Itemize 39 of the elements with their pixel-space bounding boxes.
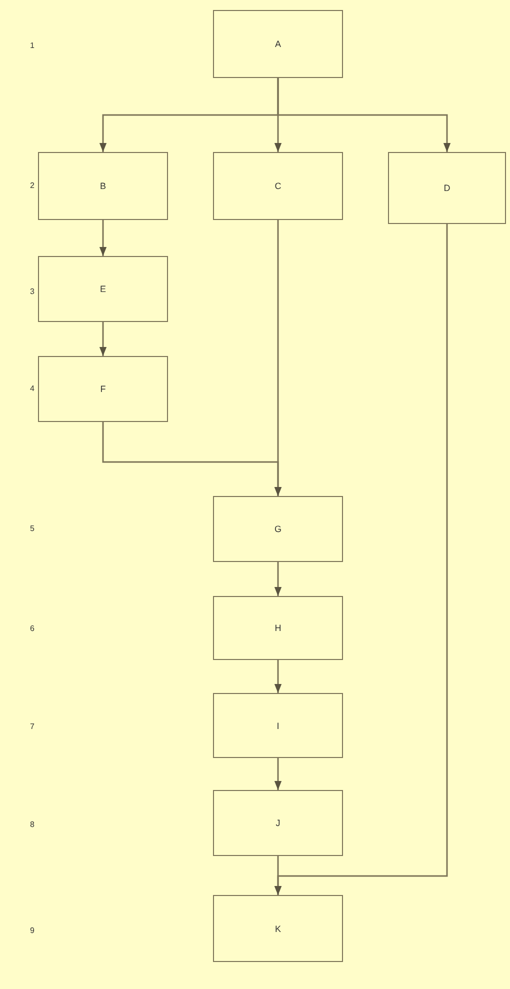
process-box <box>213 152 343 220</box>
arrow <box>274 660 282 693</box>
process-box <box>38 356 168 422</box>
row-number: 8 <box>30 820 34 829</box>
arrow <box>99 322 107 356</box>
arrow <box>277 78 451 152</box>
box-label: D <box>444 183 450 193</box>
process-box <box>38 256 168 322</box>
box-label: C <box>274 181 282 191</box>
process-box <box>213 693 343 758</box>
box-label: A <box>274 39 281 49</box>
row-number: 2 <box>30 181 34 190</box>
row-number: 4 <box>30 384 34 393</box>
box-label: E <box>100 284 106 294</box>
process-box <box>213 895 343 962</box>
process-box <box>213 10 343 78</box>
box-label: G <box>274 524 282 534</box>
row-number: 9 <box>30 926 34 935</box>
box-label: K <box>274 924 281 934</box>
arrow <box>274 224 448 895</box>
arrow <box>274 562 282 596</box>
row-number: 6 <box>30 624 34 633</box>
box-label: F <box>100 384 106 394</box>
arrow <box>274 758 282 790</box>
process-box <box>38 152 168 220</box>
arrow <box>99 220 107 256</box>
box-label: H <box>274 623 282 633</box>
process-box <box>213 790 343 856</box>
process-box <box>213 496 343 562</box>
box-label: I <box>276 720 280 730</box>
process-box <box>388 152 506 224</box>
row-number: 5 <box>30 524 34 533</box>
process-box <box>213 596 343 660</box>
row-number: 3 <box>30 287 34 296</box>
box-label: B <box>100 181 106 191</box>
arrow <box>274 220 282 496</box>
row-number: 1 <box>30 41 34 50</box>
row-number: 7 <box>30 722 34 731</box>
box-label: J <box>276 818 280 828</box>
